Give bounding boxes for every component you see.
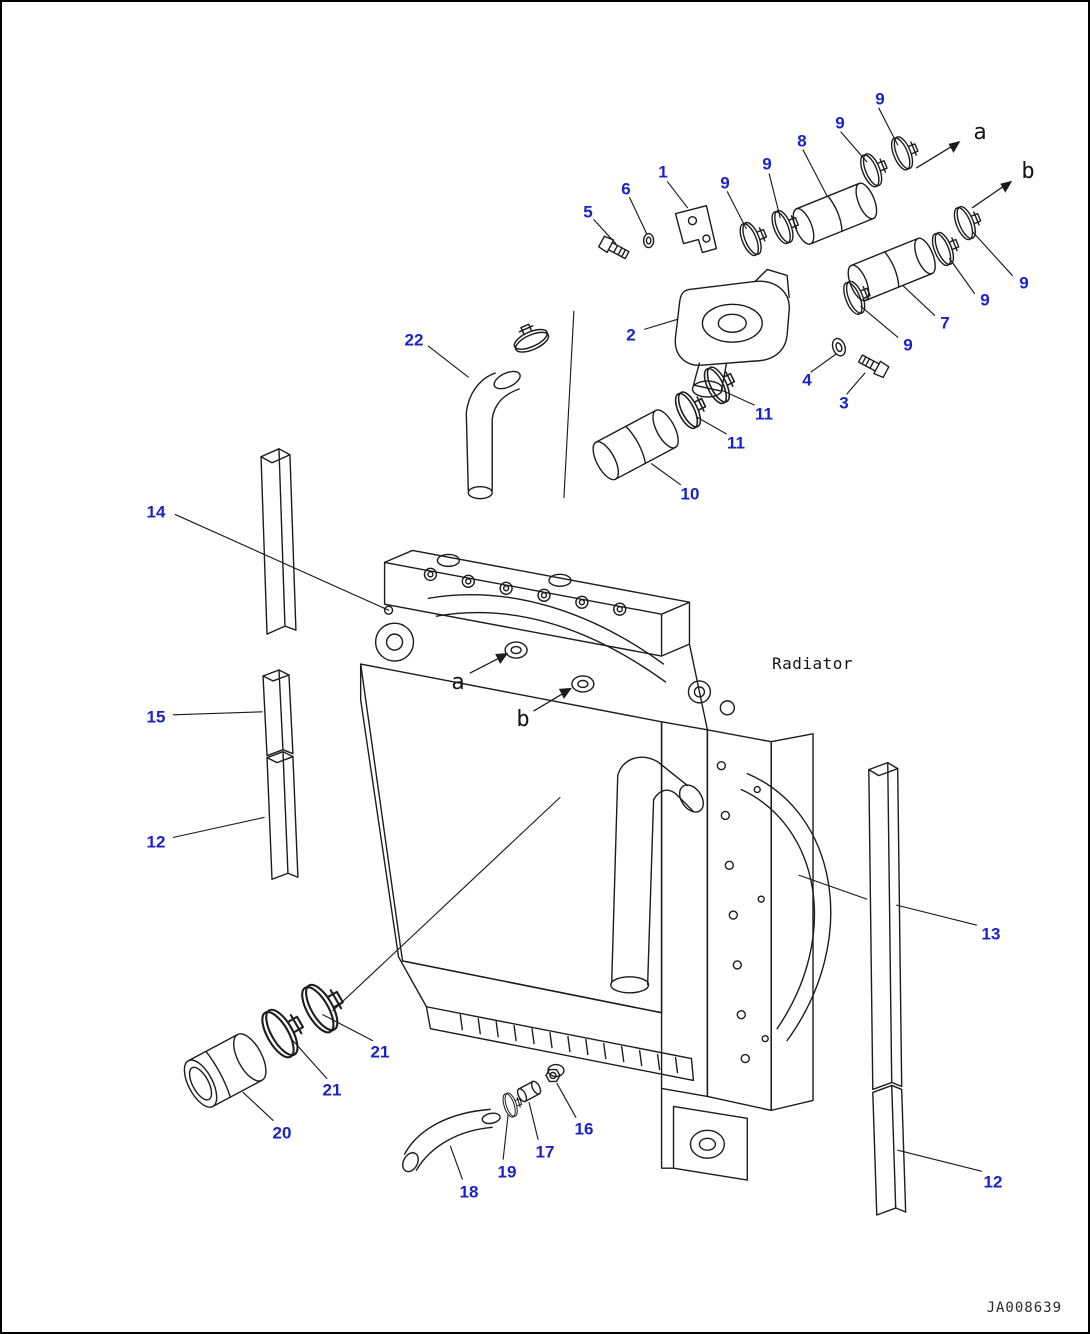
part-number-callout: 20 [272,1123,292,1143]
part-number-callout: 22 [404,330,424,350]
part-number-callout: 7 [940,313,950,333]
part-fitting [516,1080,542,1103]
part-connector [183,1033,267,1108]
part-number-callout: 9 [903,335,913,355]
leader-lines [172,107,1013,1180]
part-hose [592,409,679,481]
part-hose [847,237,936,302]
exploded-parts-top [465,131,987,500]
part-number-callout: 11 [755,404,773,424]
part-number-callout: 13 [981,924,1001,944]
part-number-callout: 2 [626,325,636,345]
radiator-body [359,549,832,1181]
seal-bars [260,448,907,1216]
part-number-callout: 4 [802,370,812,390]
part-washer [831,337,847,357]
part-number-callout: 14 [146,502,166,522]
part-bolt [598,235,630,260]
part-number-callout: 9 [835,113,845,133]
part-number-callout: 9 [1019,273,1029,293]
section-ref-letter: b [1021,159,1035,184]
radiator-text-label: Radiator [772,654,854,673]
section-ref-letter: a [973,120,987,145]
part-hose-curved [402,1108,501,1173]
part-number-callout: 10 [680,484,700,504]
part-number-callout: 5 [583,202,593,222]
part-bracket [674,205,718,254]
part-hose [792,182,878,245]
part-plug [545,1068,561,1083]
part-washer [642,232,655,249]
part-hose-curved [465,370,521,500]
part-number-callout: 9 [762,154,772,174]
part-number-callout: 17 [535,1142,555,1162]
part-number-callout: 3 [839,393,849,413]
part-number-callout: 18 [459,1182,479,1202]
exploded-parts-bottom [183,973,561,1173]
part-number-callout: 16 [574,1119,594,1139]
part-number-callout: 9 [720,173,730,193]
ref-arrows [469,140,1013,712]
section-ref-letter: b [516,707,530,732]
part-number-callout: 6 [621,179,631,199]
part-number-callout: 12 [983,1172,1003,1192]
part-number-callout: 11 [727,433,745,453]
part-bolt [857,354,890,379]
part-number-callout: 15 [146,707,166,727]
section-ref-letter: a [451,670,465,695]
part-number-callout: 8 [797,131,807,151]
part-number-callout: 21 [322,1080,342,1100]
part-number-callout: 19 [497,1162,517,1182]
part-number-callout: 9 [875,89,885,109]
drawing-number: JA008639 [986,1300,1062,1316]
part-number-callout: 12 [146,832,166,852]
part-number-callout: 21 [370,1042,390,1062]
part-number-callout: 1 [658,162,668,182]
part-number-callout: 9 [980,290,990,310]
